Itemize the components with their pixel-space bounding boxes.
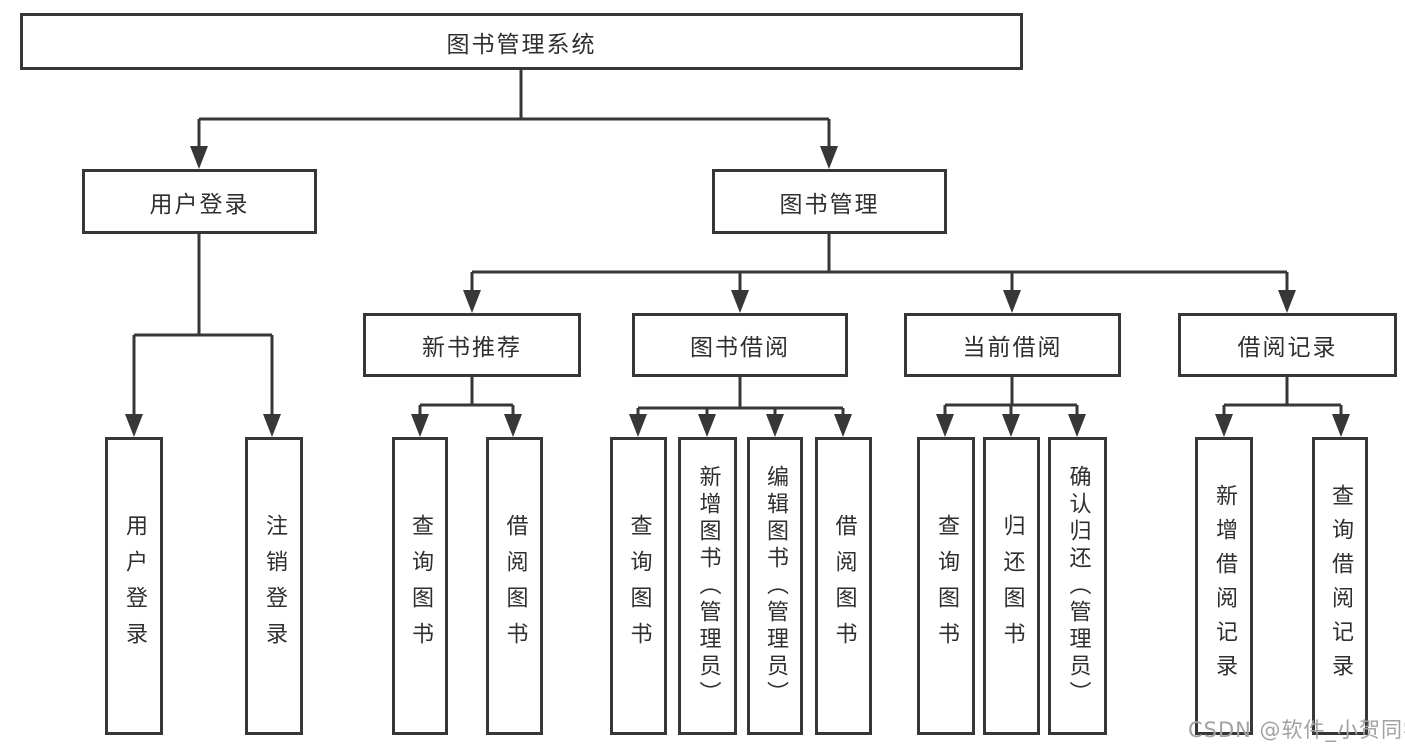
leaf-return-book: 归还图书 [983, 437, 1040, 735]
leaf-logout-label: 注销登录 [262, 514, 287, 658]
leaf-add-borrow-record: 新增借阅记录 [1195, 437, 1253, 735]
leaf-query-borrow-record-label: 查询借阅记录 [1328, 484, 1353, 688]
connector-paths [132, 70, 1343, 418]
leaf-edit-book-admin-label: 编辑图书（管理员） [763, 464, 788, 708]
leaf-confirm-return-admin: 确认归还（管理员） [1048, 437, 1107, 735]
arrowheads [125, 146, 1350, 437]
leaf-borrow-books-recommend: 借阅图书 [486, 437, 543, 735]
leaf-borrow-books-borrowing: 借阅图书 [815, 437, 872, 735]
leaf-add-book-admin-label: 新增图书（管理员） [695, 464, 721, 708]
csdn-watermark: CSDN @软件_小贺同学 [1188, 718, 1405, 742]
node-user-login: 用户登录 [82, 169, 317, 234]
leaf-add-book-admin: 新增图书（管理员） [678, 437, 737, 735]
node-book-management-label: 图书管理 [779, 191, 880, 218]
leaf-user-login: 用户登录 [105, 437, 163, 735]
node-new-book-recommend-label: 新书推荐 [422, 335, 522, 361]
leaf-query-books-recommend-label: 查询图书 [408, 514, 433, 658]
leaf-query-books-recommend: 查询图书 [392, 437, 448, 735]
leaf-user-login-label: 用户登录 [122, 514, 147, 658]
leaf-confirm-return-admin-label: 确认归还（管理员） [1065, 464, 1091, 708]
node-book-borrowing: 图书借阅 [632, 313, 848, 377]
leaf-query-books-borrowing-label: 查询图书 [626, 514, 652, 658]
node-current-borrowing-label: 当前借阅 [962, 335, 1063, 361]
leaf-return-book-label: 归还图书 [999, 514, 1025, 658]
node-borrowing-records: 借阅记录 [1178, 313, 1397, 377]
leaf-logout: 注销登录 [245, 437, 303, 735]
node-root-library-system: 图书管理系统 [20, 13, 1023, 70]
leaf-query-books-borrowing: 查询图书 [610, 437, 667, 735]
node-borrowing-records-label: 借阅记录 [1237, 335, 1338, 361]
node-user-login-label: 用户登录 [149, 191, 250, 218]
node-book-borrowing-label: 图书借阅 [690, 335, 790, 361]
leaf-borrow-books-recommend-label: 借阅图书 [502, 514, 528, 658]
leaf-query-books-current: 查询图书 [917, 437, 975, 735]
node-new-book-recommend: 新书推荐 [363, 313, 581, 377]
leaf-query-borrow-record: 查询借阅记录 [1312, 437, 1368, 735]
node-root-label: 图书管理系统 [446, 31, 597, 58]
leaf-borrow-books-borrowing-label: 借阅图书 [831, 514, 857, 658]
node-current-borrowing: 当前借阅 [904, 313, 1121, 377]
leaf-edit-book-admin: 编辑图书（管理员） [747, 437, 803, 735]
node-book-management: 图书管理 [712, 169, 947, 234]
leaf-query-books-current-label: 查询图书 [934, 514, 959, 658]
leaf-add-borrow-record-label: 新增借阅记录 [1212, 484, 1237, 688]
